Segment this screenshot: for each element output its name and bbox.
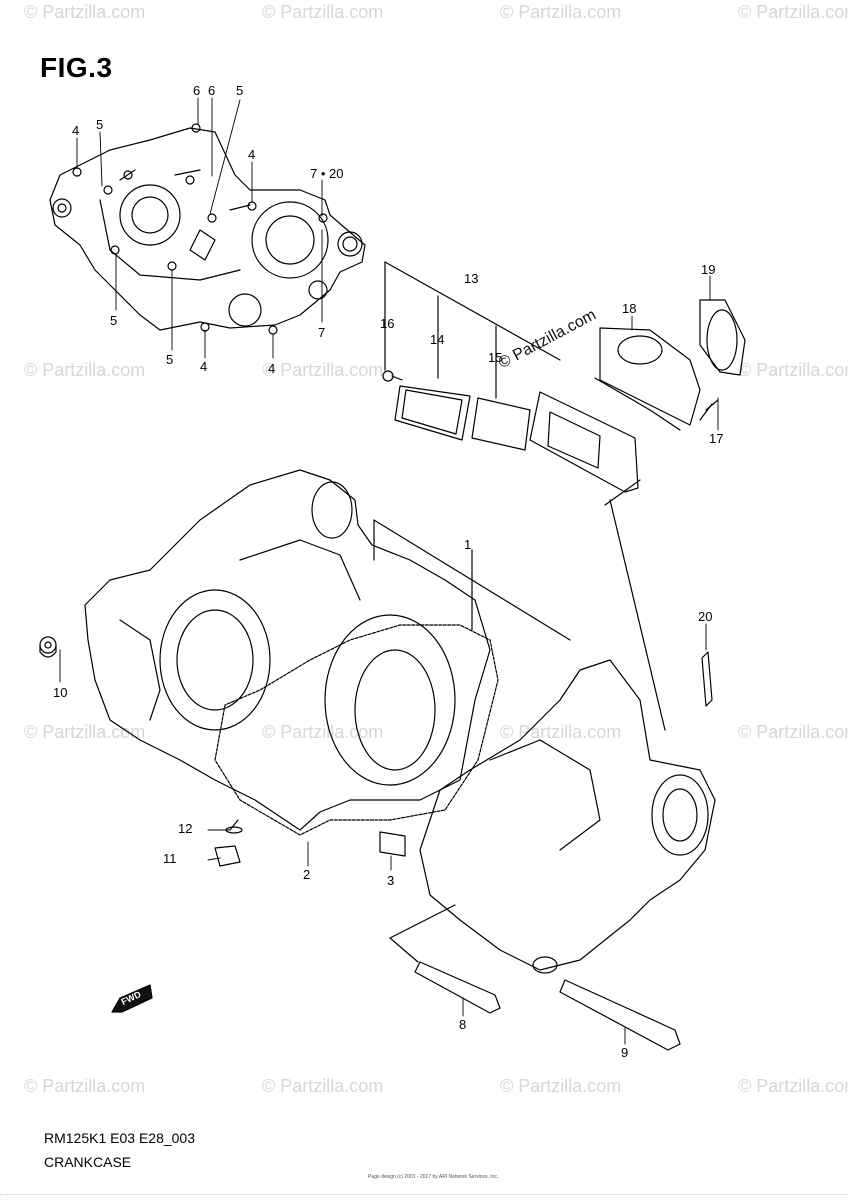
callout-8: 8 bbox=[459, 1017, 467, 1032]
reed-valve-assembly bbox=[382, 261, 746, 493]
watermark-text: © Partzilla.com bbox=[24, 360, 146, 380]
crankcase-top-view bbox=[49, 123, 366, 335]
watermark-text: © Partzilla.com bbox=[262, 360, 384, 380]
callout-6: 6 bbox=[193, 83, 201, 98]
callout-4: 4 bbox=[248, 147, 256, 162]
callout-7: 7 bbox=[318, 325, 326, 340]
watermark-text: © Partzilla.com bbox=[24, 722, 146, 742]
watermark-text: © Partzilla.com bbox=[262, 1076, 384, 1096]
watermark-text: © Partzilla.com bbox=[262, 2, 384, 22]
watermark-text: © Partzilla.com bbox=[738, 722, 848, 742]
callout-1: 1 bbox=[464, 537, 472, 552]
watermark-text: © Partzilla.com bbox=[500, 722, 622, 742]
callout-16: 16 bbox=[380, 316, 395, 331]
page-divider bbox=[0, 1194, 848, 1195]
callout-6: 6 bbox=[208, 83, 216, 98]
callout-7-20: 7 • 20 bbox=[310, 166, 344, 181]
callout-2: 2 bbox=[303, 867, 311, 882]
callout-4: 4 bbox=[200, 359, 208, 374]
callout-3: 3 bbox=[387, 873, 395, 888]
callout-5: 5 bbox=[166, 352, 174, 367]
callout-4: 4 bbox=[72, 123, 80, 138]
crankcase-main bbox=[39, 469, 716, 1051]
watermark-text: © Partzilla.com bbox=[738, 1076, 848, 1096]
copyright-fine-print: Page design (c) 2001 - 2017 by ARI Netwo… bbox=[368, 1174, 499, 1180]
watermark-text: © Partzilla.com bbox=[738, 360, 848, 380]
watermark-text: © Partzilla.com bbox=[24, 1076, 146, 1096]
callout-12: 12 bbox=[178, 821, 193, 836]
diagram-name: CRANKCASE bbox=[44, 1154, 132, 1170]
callout-9: 9 bbox=[621, 1045, 629, 1060]
watermark-text: © Partzilla.com bbox=[738, 2, 848, 22]
diagram-code: RM125K1 E03 E28_003 bbox=[44, 1130, 195, 1146]
watermark-text: © Partzilla.com bbox=[500, 2, 622, 22]
callout-13: 13 bbox=[464, 271, 479, 286]
leader-lines-upper bbox=[76, 97, 323, 359]
callout-17: 17 bbox=[709, 431, 724, 446]
callout-11: 11 bbox=[163, 851, 177, 866]
callout-14: 14 bbox=[430, 332, 445, 347]
figure-title: FIG.3 bbox=[40, 52, 113, 83]
callout-5: 5 bbox=[110, 313, 118, 328]
watermark-text: © Partzilla.com bbox=[24, 2, 146, 22]
watermark-text: © Partzilla.com bbox=[500, 1076, 622, 1096]
callout-15: 15 bbox=[488, 350, 503, 365]
callout-18: 18 bbox=[622, 301, 637, 316]
callout-10: 10 bbox=[53, 685, 68, 700]
leader-lines-lower bbox=[59, 275, 719, 1045]
callout-5: 5 bbox=[96, 117, 104, 132]
callout-20: 20 bbox=[698, 609, 713, 624]
watermark-text: © Partzilla.com bbox=[262, 722, 384, 742]
callout-5: 5 bbox=[236, 83, 244, 98]
callout-19: 19 bbox=[701, 262, 716, 277]
callout-4: 4 bbox=[268, 361, 276, 376]
